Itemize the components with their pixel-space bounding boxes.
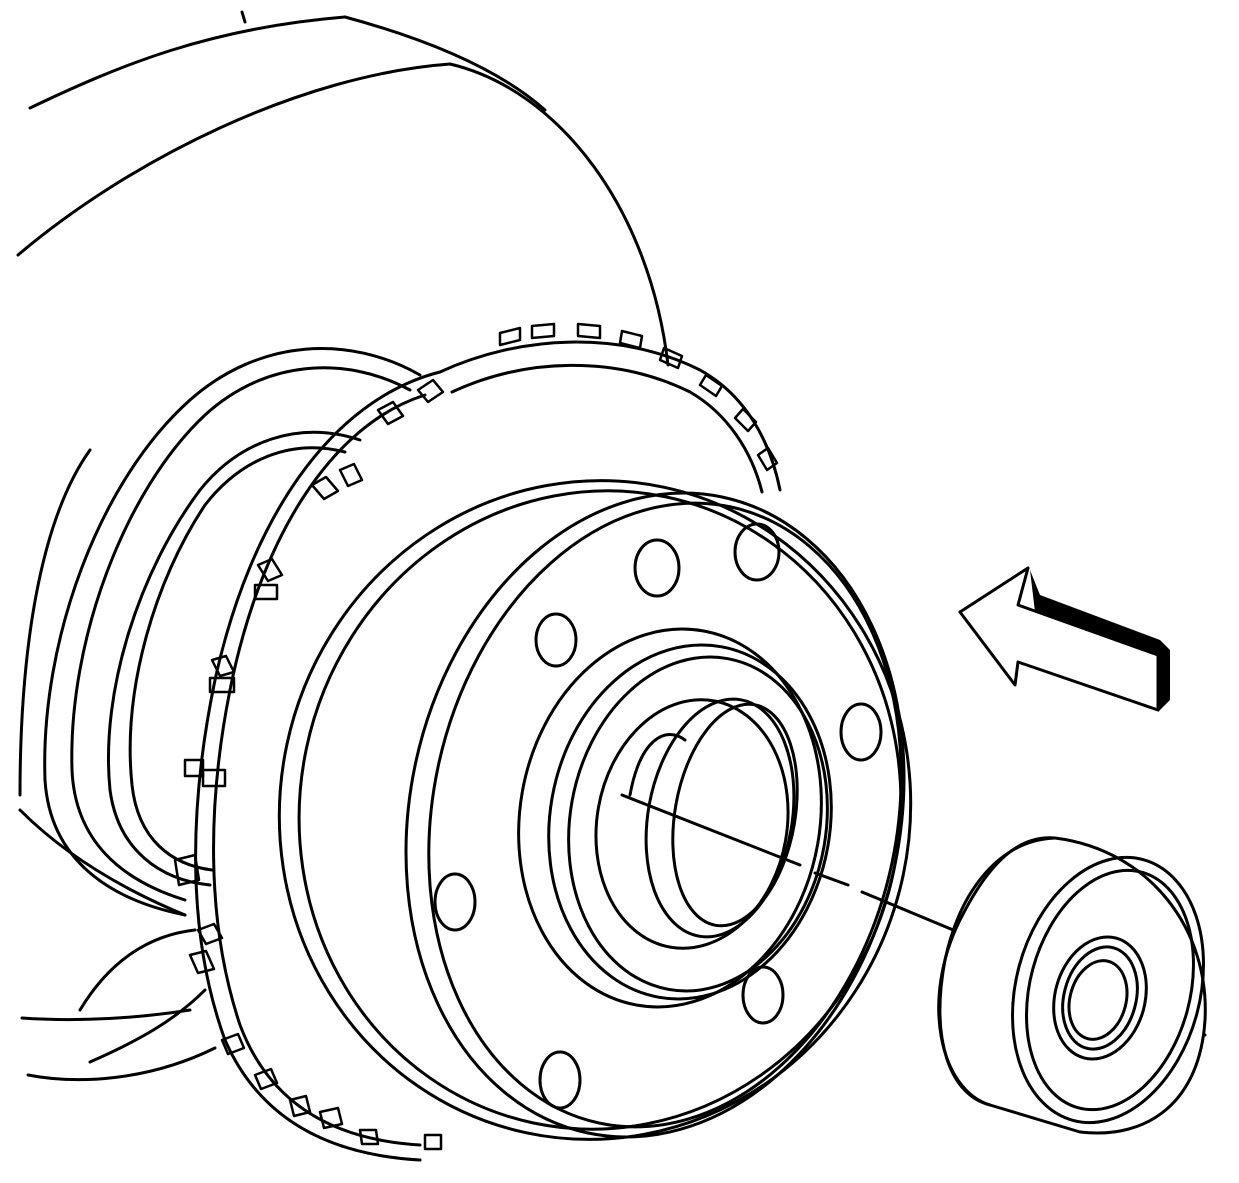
stud-hole — [534, 612, 578, 668]
stud-hole — [733, 522, 781, 582]
stud-hole — [538, 1050, 582, 1110]
stud-hole — [839, 702, 883, 762]
tone-ring — [173, 322, 782, 1162]
axle-housing — [16, 10, 670, 1082]
stud-hole — [633, 538, 681, 598]
hub-flange — [277, 479, 913, 1141]
backing-plate — [43, 347, 422, 917]
stud-hole — [433, 872, 477, 932]
pilot-bearing — [937, 836, 1207, 1135]
installation-arrow-icon — [958, 566, 1170, 712]
